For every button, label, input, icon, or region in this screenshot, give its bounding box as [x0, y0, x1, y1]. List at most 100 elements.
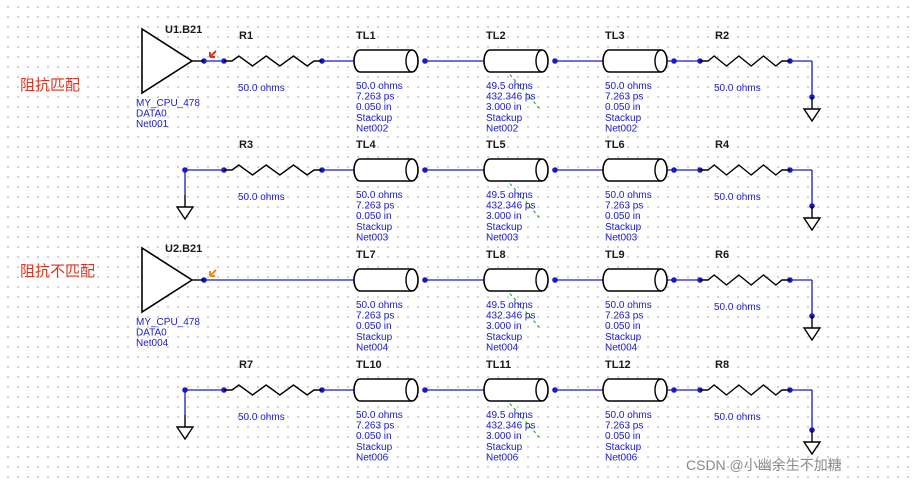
probe-link: [497, 60, 541, 110]
transmission-line-designator: TL11: [486, 359, 511, 371]
transmission-line-tl8[interactable]: [483, 268, 549, 292]
resistor-r7[interactable]: [224, 384, 322, 396]
resistor-value: 50.0 ohms: [714, 83, 761, 94]
probe-link: [497, 169, 541, 219]
transmission-line-property: 50.0 ohms: [356, 300, 403, 311]
transmission-line-property: 7.263 ps: [605, 92, 643, 103]
resistor-symbol[interactable]: [224, 55, 322, 67]
transmission-line-property: 0.050 in: [605, 211, 641, 222]
transmission-line-tl6[interactable]: [602, 158, 668, 182]
buffer-triangle-icon[interactable]: [141, 27, 194, 95]
transmission-line-tl5[interactable]: [483, 158, 549, 182]
resistor-value: 50.0 ohms: [714, 192, 761, 203]
resistor-symbol[interactable]: [700, 384, 790, 396]
ground-symbol: [175, 195, 195, 221]
resistor-value: 50.0 ohms: [238, 83, 285, 94]
transmission-line-property: Net006: [486, 452, 519, 463]
transmission-line-tl9[interactable]: [602, 268, 668, 292]
transmission-line-property: 432.346 ps: [486, 311, 536, 322]
transmission-line-designator: TL7: [356, 249, 376, 261]
driver-property: DATA0: [136, 327, 167, 338]
driver-property: MY_CPU_478: [136, 98, 200, 109]
resistor-designator: R3: [239, 139, 253, 151]
transmission-line-property: 7.263 ps: [605, 421, 643, 432]
ground-symbol: [802, 97, 822, 123]
transmission-line-property: 50.0 ohms: [605, 300, 652, 311]
annotation-impedance-unmatched: 阻抗不匹配: [20, 263, 95, 280]
transmission-line-property: 49.5 ohms: [486, 410, 533, 421]
transmission-line-property: Stackup: [605, 332, 642, 343]
pin-marker-icon: [209, 50, 217, 58]
transmission-line-property: 432.346 ps: [486, 421, 536, 432]
transmission-line-tl1[interactable]: [353, 49, 419, 73]
transmission-line-property: Net004: [605, 342, 638, 353]
resistor-symbol[interactable]: [224, 164, 322, 176]
transmission-line-property: 432.346 ps: [486, 92, 536, 103]
buffer-triangle-icon[interactable]: [141, 246, 194, 314]
transmission-line-tl10[interactable]: [353, 378, 419, 402]
transmission-line-property: 3.000 in: [486, 211, 522, 222]
watermark-text: CSDN @小幽余生不加糖: [686, 457, 842, 473]
transmission-line-end: [405, 158, 413, 182]
transmission-line-tl7[interactable]: [353, 268, 419, 292]
resistor-r8[interactable]: [700, 384, 790, 396]
annotation-impedance-matched: 阻抗匹配: [20, 77, 80, 94]
transmission-line-property: 0.050 in: [356, 431, 392, 442]
transmission-line-property: 3.000 in: [486, 431, 522, 442]
transmission-line-property: 7.263 ps: [605, 201, 643, 212]
resistor-symbol[interactable]: [224, 384, 322, 396]
ground-symbol: [175, 415, 195, 441]
transmission-line-end: [654, 49, 662, 73]
transmission-line-property: Stackup: [605, 222, 642, 233]
resistor-r2[interactable]: [700, 55, 790, 67]
transmission-line-property: 7.263 ps: [605, 311, 643, 322]
resistor-symbol[interactable]: [700, 274, 790, 286]
transmission-line-property: 49.5 ohms: [486, 190, 533, 201]
probe-link: [497, 279, 541, 329]
probe-link: [497, 389, 541, 439]
transmission-line-property: 50.0 ohms: [605, 81, 652, 92]
transmission-line-property: 7.263 ps: [356, 201, 394, 212]
transmission-line-property: Stackup: [356, 442, 393, 453]
ground-triangle: [175, 206, 195, 221]
transmission-line-tl4[interactable]: [353, 158, 419, 182]
resistor-r6[interactable]: [700, 274, 790, 286]
transmission-line-property: Stackup: [486, 113, 523, 124]
transmission-line-tl3[interactable]: [602, 49, 668, 73]
resistor-symbol[interactable]: [700, 55, 790, 67]
transmission-line-end: [405, 49, 413, 73]
transmission-line-property: 50.0 ohms: [356, 81, 403, 92]
transmission-line-property: 50.0 ohms: [356, 410, 403, 421]
ground-triangle: [802, 217, 822, 232]
transmission-line-property: Stackup: [486, 442, 523, 453]
transmission-line-property: 3.000 in: [486, 321, 522, 332]
resistor-r3[interactable]: [224, 164, 322, 176]
transmission-line-property: Net004: [356, 342, 389, 353]
transmission-line-designator: TL1: [356, 30, 376, 42]
ground-symbol: [802, 430, 822, 456]
resistor-designator: R6: [715, 249, 729, 261]
transmission-line-property: Net003: [486, 232, 519, 243]
transmission-line-property: Net003: [605, 232, 638, 243]
ground-triangle: [175, 426, 195, 441]
transmission-line-tl12[interactable]: [602, 378, 668, 402]
transmission-line-property: 3.000 in: [486, 102, 522, 113]
resistor-r4[interactable]: [700, 164, 790, 176]
ground-triangle: [802, 327, 822, 342]
driver-u1-b21[interactable]: [141, 27, 217, 95]
resistor-r1[interactable]: [224, 55, 322, 67]
driver-u2-b21[interactable]: [141, 246, 217, 314]
resistor-designator: R1: [239, 30, 253, 42]
transmission-line-end: [535, 158, 543, 182]
transmission-line-tl2[interactable]: [483, 49, 549, 73]
transmission-line-designator: TL2: [486, 30, 506, 42]
resistor-symbol[interactable]: [700, 164, 790, 176]
transmission-line-tl11[interactable]: [483, 378, 549, 402]
transmission-line-property: 0.050 in: [605, 102, 641, 113]
transmission-line-property: 49.5 ohms: [486, 300, 533, 311]
resistor-value: 50.0 ohms: [714, 302, 761, 313]
transmission-line-property: Net006: [605, 452, 638, 463]
transmission-line-property: 50.0 ohms: [605, 190, 652, 201]
